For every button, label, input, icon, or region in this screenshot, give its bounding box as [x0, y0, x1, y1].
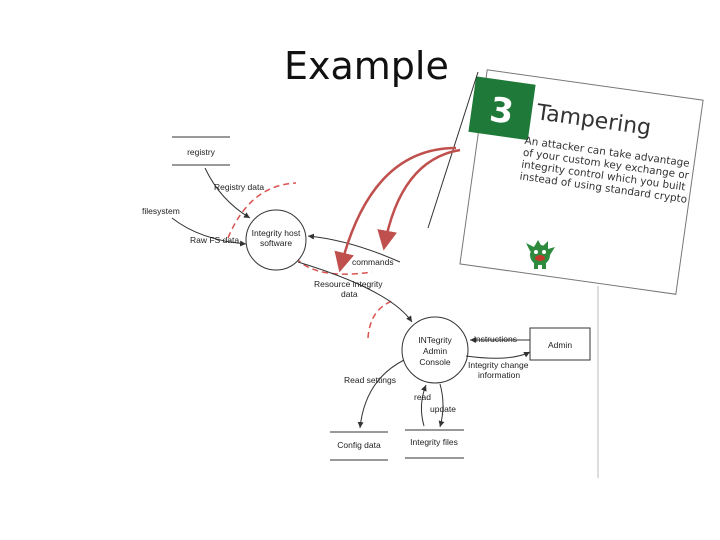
trust-boundary-1 [227, 182, 297, 239]
flow-read-label: read [414, 392, 431, 402]
slide-title: Example [284, 44, 449, 88]
store-filesystem-label: filesystem [142, 206, 180, 216]
flow-commands-label: commands [352, 257, 394, 267]
process-host-software-line-2: software [260, 238, 292, 248]
monster-mascot-icon [526, 240, 555, 269]
flow-integrity-change [465, 351, 531, 359]
store-registry: registry [172, 136, 230, 166]
flow-commands [307, 233, 401, 263]
store-registry-label: registry [187, 147, 216, 157]
flow-resource-integrity-data [297, 261, 413, 323]
flow-update-label: update [430, 404, 456, 414]
external-admin-label: Admin [548, 340, 572, 350]
trust-boundary-2 [295, 257, 373, 275]
flow-raw-fs-data-label: Raw FS data [190, 235, 239, 245]
card-number: 3 [487, 90, 516, 133]
flow-registry-data [204, 167, 251, 219]
external-admin [529, 327, 591, 361]
flow-integrity-change-label-1: Integrity change [468, 360, 529, 370]
process-host-software [245, 209, 307, 271]
store-integrity-files-label: Integrity files [410, 437, 458, 447]
flow-read-settings [357, 359, 405, 429]
process-admin-console-line-3: Console [419, 357, 450, 367]
process-host-software-line-1: Integrity host [252, 228, 301, 238]
threat-card: 3 Tampering An attacker can take advanta… [459, 69, 704, 295]
flow-read [420, 384, 427, 427]
process-admin-console-line-2: Admin [423, 346, 447, 356]
flow-resource-integrity-data-label-2: data [341, 289, 358, 299]
flow-integrity-change-label-2: information [478, 370, 520, 380]
flow-update [438, 383, 445, 428]
store-config-data: Config data [330, 431, 388, 461]
flow-read-settings-label: Read settings [344, 375, 396, 385]
callout-arrow-1 [334, 146, 457, 273]
store-integrity-files: Integrity files [405, 429, 464, 459]
store-config-data-label: Config data [337, 440, 381, 450]
card-cover [596, 296, 720, 496]
process-admin-console-line-1: INTegrity [418, 335, 452, 345]
flow-instructions-label: instructions [474, 334, 517, 344]
trust-boundary-3 [367, 299, 396, 339]
process-admin-console [401, 316, 469, 384]
flow-registry-data-label: Registry data [214, 182, 264, 192]
callout-arrow-2 [377, 148, 461, 251]
flow-raw-fs-data [171, 217, 247, 247]
flow-resource-integrity-data-label-1: Resource integrity [314, 279, 383, 289]
card-number-badge [468, 76, 536, 141]
card-pointer-line [427, 71, 479, 229]
